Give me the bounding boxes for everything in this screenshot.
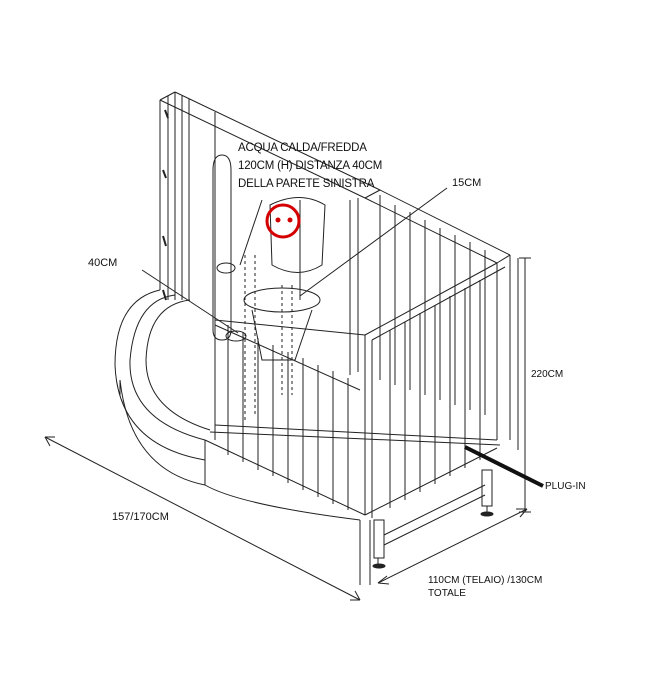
hot-cold-tap-icon xyxy=(265,203,301,239)
plug-in-bar xyxy=(464,445,544,488)
mirror-icon xyxy=(269,197,326,273)
depth-dimension xyxy=(44,436,361,601)
plug-in-label: PLUG-IN xyxy=(545,481,586,492)
dim-totale-label: TOTALE xyxy=(428,588,466,599)
note-line-1: ACQUA CALDA/FREDDA xyxy=(238,142,367,154)
support-frame xyxy=(372,469,494,569)
shower-riser xyxy=(212,154,247,342)
curved-section xyxy=(114,289,361,521)
basin xyxy=(243,287,321,361)
back-wall xyxy=(159,91,381,320)
leader-lines xyxy=(141,187,448,334)
front-left-panel xyxy=(214,319,366,510)
floor-tray xyxy=(204,424,501,585)
pipe-guides xyxy=(244,255,293,420)
front-right-panel xyxy=(364,262,506,518)
dim-157-label: 157/170CM xyxy=(112,511,169,523)
dim-40-label: 40CM xyxy=(88,257,118,269)
dim-110-label: 110CM (TELAIO) /130CM xyxy=(428,575,543,586)
note-line-2: 120CM (H) DISTANZA 40CM xyxy=(238,160,383,172)
dim-220-label: 220CM xyxy=(531,369,564,380)
right-wall xyxy=(349,189,519,450)
note-line-3: DELLA PARETE SINISTRA xyxy=(238,178,375,190)
hinges xyxy=(162,109,169,301)
width-dimension xyxy=(377,508,528,585)
dim-15-label: 15CM xyxy=(452,177,482,189)
